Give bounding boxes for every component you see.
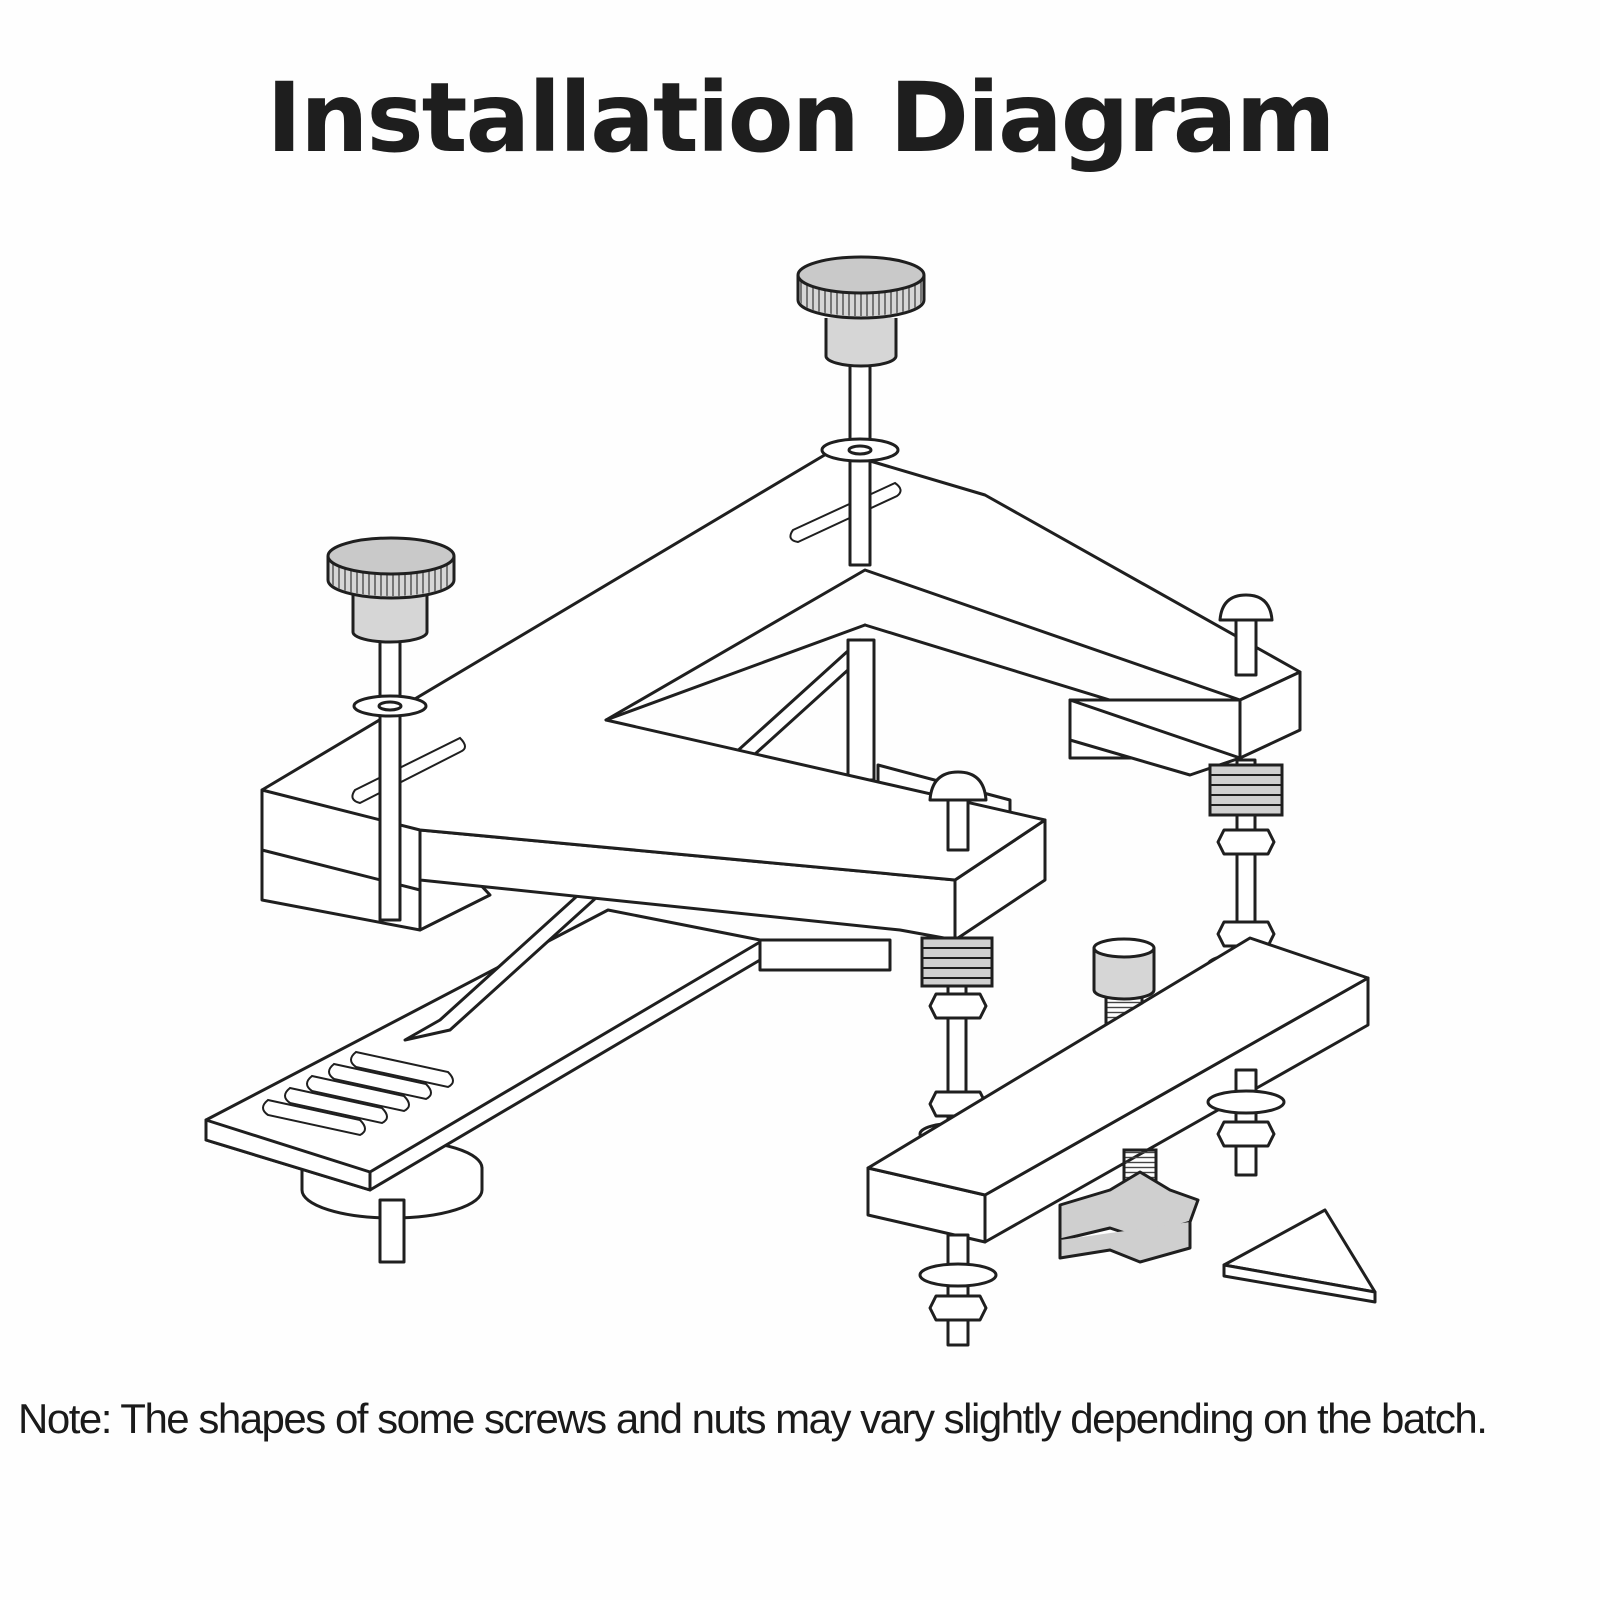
- base-slots: [262, 1050, 454, 1137]
- clamp-bar: [866, 936, 1370, 1244]
- knob-left: [326, 536, 456, 922]
- carriage-bolt-right: [1218, 593, 1274, 677]
- knob-top: [796, 255, 926, 567]
- page-title: Installation Diagram: [266, 62, 1335, 174]
- star-knob: [1058, 1148, 1200, 1264]
- triangular-frame: [260, 448, 1302, 942]
- bolt-under-left: [918, 1233, 998, 1347]
- base-plate: [204, 908, 762, 1264]
- note-text: Note: The shapes of some screws and nuts…: [18, 1395, 1488, 1442]
- triangle-piece: [1222, 1208, 1377, 1304]
- bolt-under-right: [1206, 1068, 1286, 1177]
- carriage-bolt-center: [928, 770, 988, 852]
